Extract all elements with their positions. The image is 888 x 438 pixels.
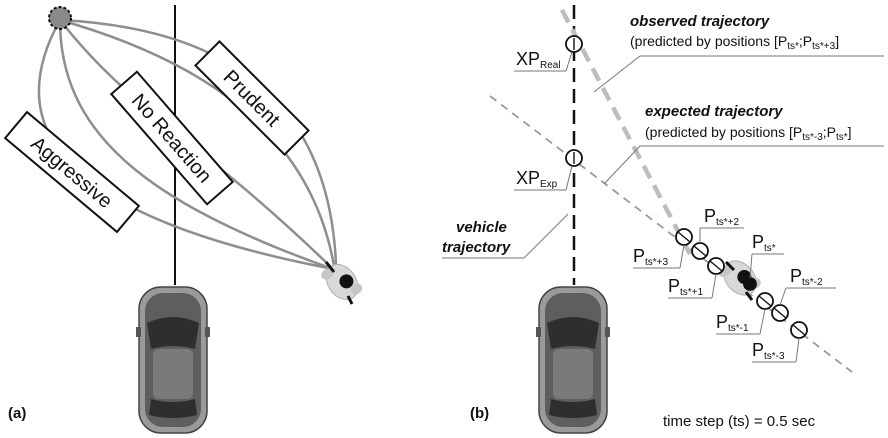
xp-real-label: XPReal	[516, 49, 561, 71]
vehicle-trajectory-label-1: vehicle	[456, 219, 507, 236]
xp-exp-leader-2	[565, 165, 573, 191]
p-label-ts-plus1: Pts*+1	[668, 276, 704, 298]
pedestrian-b-shadow	[724, 260, 736, 272]
box-aggressive: Aggressive	[3, 110, 141, 234]
vehicle-trajectory-label-2: trajectory	[442, 239, 511, 256]
p-label-ts-minus2: Pts*-2	[790, 266, 823, 288]
pedestrian-b	[715, 253, 764, 303]
pedestrian-a-shadow-2	[346, 295, 354, 305]
box-aggressive-label: Aggressive	[26, 133, 116, 213]
panel-b: XPReal XPExp observed trajectory (predic…	[442, 5, 884, 434]
panel-a: Aggressive No Reaction Prudent (a)	[3, 5, 365, 434]
panel-a-label: (a)	[8, 405, 26, 422]
position-ticks	[677, 231, 806, 336]
observed-trajectory-desc: (predicted by positions [Pts*;Pts*+3]	[630, 33, 839, 52]
position-ts	[743, 277, 757, 291]
xp-real-leader-2	[565, 51, 573, 72]
p-label-ts-plus3: Pts*+3	[633, 246, 669, 268]
p-label-ts-minus3: Pts*-3	[752, 340, 785, 362]
observed-trajectory-title: observed trajectory	[630, 13, 770, 30]
expected-leader-d	[603, 145, 641, 185]
pedestrian-a	[318, 257, 365, 307]
p-labels: Pts*+2 Pts* Pts*+3 Pts*+1 Pts*-2 Pts*-1 …	[633, 206, 836, 363]
pedestrian-b-shadow-2	[744, 291, 754, 301]
pedestrian-a-shadow	[324, 261, 336, 273]
observed-leader-d	[593, 55, 641, 93]
box-no-reaction: No Reaction	[109, 70, 235, 206]
p-label-ts-minus1: Pts*-1	[716, 312, 749, 334]
p-label-ts-plus2: Pts*+2	[704, 206, 740, 228]
vehicle-a	[135, 286, 211, 434]
panel-b-label: (b)	[470, 405, 489, 422]
curve-aggressive-inner	[58, 19, 331, 270]
expected-trajectory-desc: (predicted by positions [Pts*-3;Pts*]	[645, 124, 852, 143]
observed-trajectory-line	[560, 8, 692, 256]
xp-exp-label: XPExp	[516, 168, 558, 190]
box-prudent: Prudent	[194, 40, 310, 156]
destination-marker	[48, 6, 72, 30]
time-step-note: time step (ts) = 0.5 sec	[663, 413, 816, 430]
vehicle-leader-d	[523, 213, 569, 259]
p-label-ts: Pts*	[752, 232, 776, 254]
expected-trajectory-title: expected trajectory	[645, 103, 783, 120]
vehicle-b	[535, 286, 611, 434]
